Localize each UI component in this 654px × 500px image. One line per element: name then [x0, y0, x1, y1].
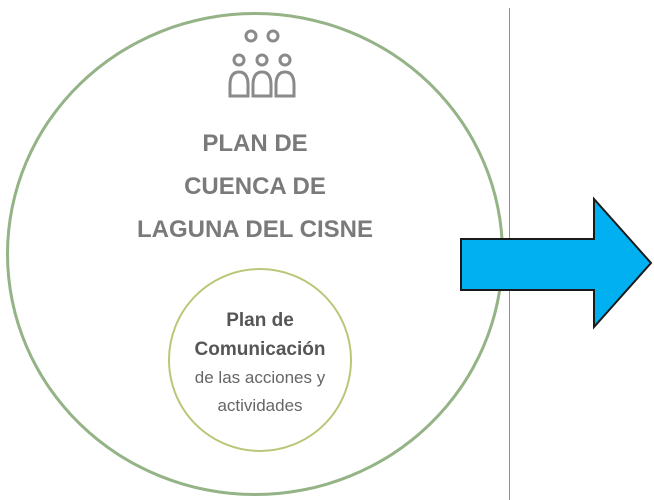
right-arrow-icon — [460, 196, 653, 330]
inner-line-1: Plan de — [226, 310, 294, 331]
main-title: PLAN DE CUENCA DE LAGUNA DEL CISNE — [80, 122, 430, 251]
inner-circle-text: Plan de Comunicación de las acciones y a… — [160, 306, 360, 420]
people-group-icon — [228, 29, 296, 98]
main-title-line-2: CUENCA DE — [184, 173, 326, 200]
inner-line-4: actividades — [217, 396, 303, 415]
main-title-line-1: PLAN DE — [202, 130, 308, 157]
inner-circle — [168, 268, 352, 452]
inner-line-2: Comunicación — [194, 339, 326, 360]
inner-line-3: de las acciones y — [194, 368, 326, 387]
main-title-line-3: LAGUNA DEL CISNE — [136, 216, 373, 243]
